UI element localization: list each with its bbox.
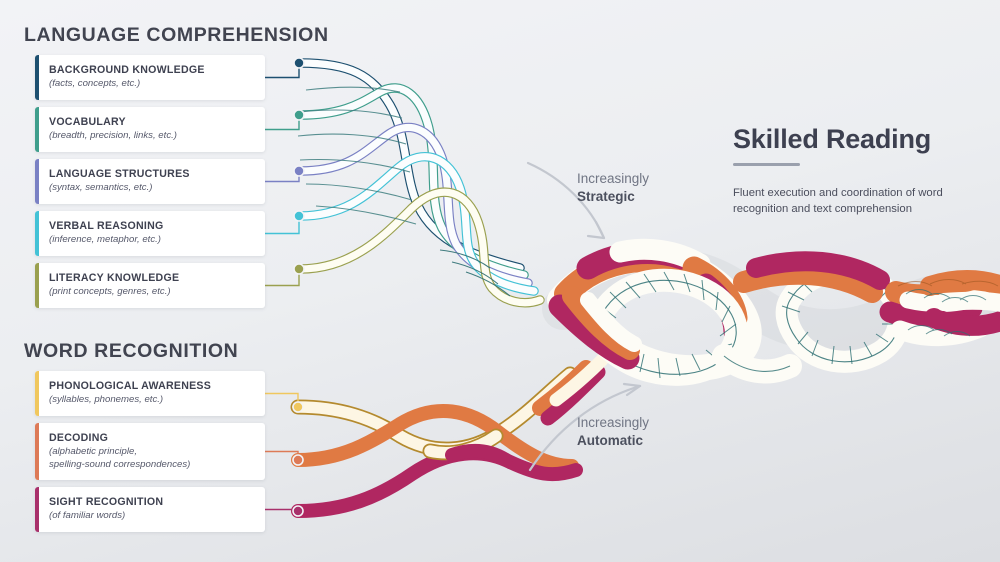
- card-detail: (inference, metaphor, etc.): [49, 234, 161, 246]
- card-accent-bar: [35, 211, 39, 256]
- card-title: LITERACY KNOWLEDGE: [49, 272, 180, 284]
- connector-lc-1-dot: [293, 109, 305, 121]
- label-increasingly-automatic: Increasingly Automatic: [577, 414, 649, 450]
- card-accent-bar: [35, 107, 39, 152]
- upper-strand-group: [295, 58, 545, 308]
- connector-lc-2-dot: [293, 165, 305, 177]
- connector-wr-0-dot: [292, 401, 304, 413]
- label-line-1: Increasingly: [577, 171, 650, 186]
- connector-wr-1-dot: [292, 454, 304, 466]
- connector-lc-2-line: [265, 171, 300, 183]
- card-title: BACKGROUND KNOWLEDGE: [49, 64, 205, 76]
- label-line-1: Increasingly: [577, 415, 650, 430]
- card-accent-bar: [35, 263, 39, 308]
- card-detail: (alphabetic principle,spelling-sound cor…: [49, 446, 191, 470]
- card-detail: (syntax, semantics, etc.): [49, 182, 153, 194]
- card-accent-bar: [35, 159, 39, 204]
- card-title: DECODING: [49, 432, 109, 444]
- connector-lc-0-dot: [293, 57, 305, 69]
- braided-rope: [542, 238, 1000, 386]
- card-detail: (facts, concepts, etc.): [49, 78, 141, 90]
- card-detail: (breadth, precision, links, etc.): [49, 130, 177, 142]
- connector-wr-0-line: [265, 392, 299, 407]
- label-increasingly-strategic: Increasingly Strategic: [577, 170, 649, 206]
- skill-card-lc-2[interactable]: LANGUAGE STRUCTURES (syntax, semantics, e…: [35, 159, 265, 204]
- connector-group: [265, 57, 305, 517]
- skill-card-lc-3[interactable]: VERBAL REASONING (inference, metaphor, et…: [35, 211, 265, 256]
- label-line-2: Strategic: [577, 189, 635, 205]
- connector-wr-2-line: [265, 508, 299, 511]
- skill-card-lc-0[interactable]: BACKGROUND KNOWLEDGE (facts, concepts, et…: [35, 55, 265, 100]
- card-title: SIGHT RECOGNITION: [49, 496, 164, 508]
- card-accent-bar: [35, 371, 39, 416]
- skill-card-wr-0[interactable]: PHONOLOGICAL AWARENESS (syllables, phonem…: [35, 371, 265, 416]
- card-title: LANGUAGE STRUCTURES: [49, 168, 190, 180]
- card-title: PHONOLOGICAL AWARENESS: [49, 380, 212, 392]
- lower-strand-group: [290, 353, 609, 518]
- skilled-reading-description: Fluent execution and coordination of wor…: [733, 187, 943, 216]
- card-accent-bar: [35, 487, 39, 532]
- card-accent-bar: [35, 55, 39, 100]
- card-title: VOCABULARY: [49, 116, 126, 128]
- card-detail: (syllables, phonemes, etc.): [49, 394, 164, 406]
- section-title-language-comprehension: LANGUAGE COMPREHENSION: [24, 24, 329, 46]
- skill-card-wr-1[interactable]: DECODING (alphabetic principle,spelling-s…: [35, 423, 265, 481]
- skilled-reading-heading: Skilled Reading: [733, 124, 932, 154]
- skill-card-wr-2[interactable]: SIGHT RECOGNITION (of familiar words): [35, 487, 265, 532]
- card-accent-bar: [35, 423, 39, 481]
- connector-lc-3-line: [265, 216, 300, 235]
- connector-lc-1-line: [265, 115, 300, 131]
- section-title-word-recognition: WORD RECOGNITION: [24, 340, 239, 362]
- connector-lc-3-dot: [293, 210, 305, 222]
- connector-lc-4-line: [265, 269, 300, 287]
- connector-lc-4-dot: [293, 263, 305, 275]
- connector-wr-1-line: [265, 450, 299, 460]
- label-line-2: Automatic: [577, 433, 644, 449]
- skill-card-lc-1[interactable]: VOCABULARY (breadth, precision, links, et…: [35, 107, 265, 152]
- card-detail: (of familiar words): [49, 510, 126, 522]
- card-title: VERBAL REASONING: [49, 220, 164, 232]
- connector-lc-0-line: [265, 63, 300, 79]
- connector-wr-2-dot: [292, 505, 304, 517]
- skill-card-lc-4[interactable]: LITERACY KNOWLEDGE (print concepts, genre…: [35, 263, 265, 308]
- skilled-reading-divider: [733, 163, 800, 166]
- card-detail: (print concepts, genres, etc.): [49, 286, 171, 298]
